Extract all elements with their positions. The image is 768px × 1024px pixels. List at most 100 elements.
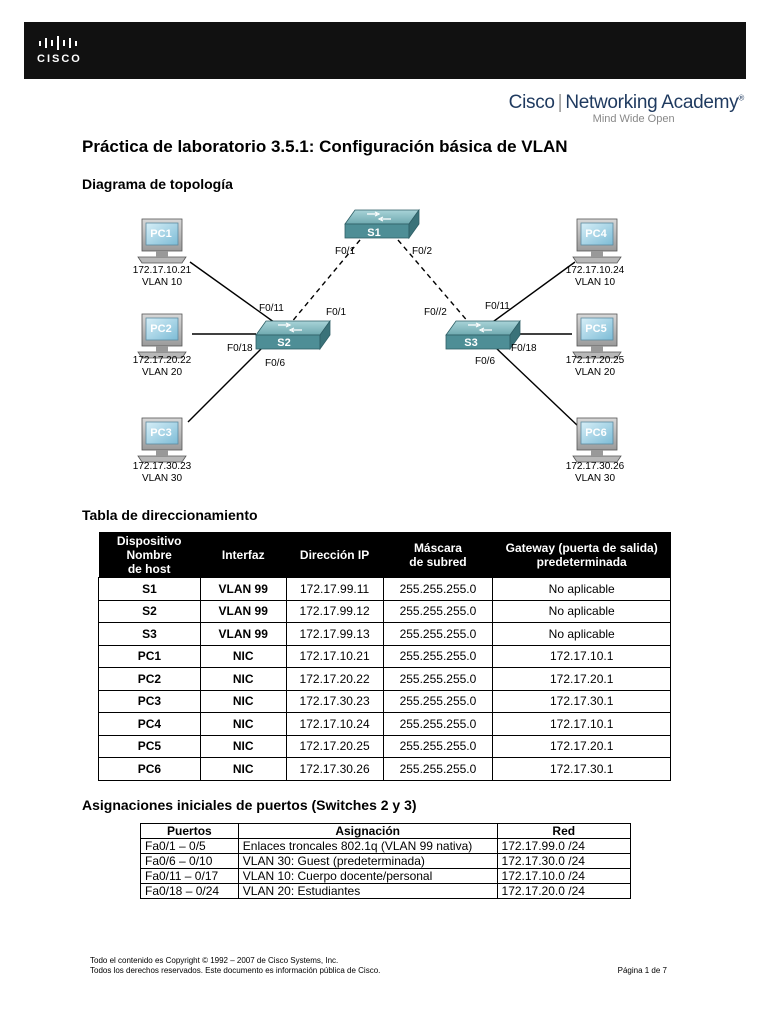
- port-label-s2-f01: F0/1: [326, 307, 347, 318]
- pc3-vlan: VLAN 30: [141, 473, 183, 484]
- switch-label-s1: S1: [367, 227, 381, 239]
- port-label-s3-f011: F0/11: [485, 301, 510, 312]
- cell-device: PC1: [98, 644, 201, 668]
- pc-icon: [572, 417, 622, 463]
- table-row: S3 VLAN 99 172.17.99.13 255.255.255.0 No…: [98, 622, 671, 646]
- cell-interface: NIC: [199, 757, 287, 781]
- table-row: S1 VLAN 99 172.17.99.11 255.255.255.0 No…: [98, 577, 671, 601]
- port-label-s2-f018: F0/18: [227, 343, 253, 354]
- cell-network: 172.17.20.0 /24: [496, 883, 632, 899]
- table-row: PC6 NIC 172.17.30.26 255.255.255.0 172.1…: [98, 757, 671, 781]
- pc6-vlan: VLAN 30: [574, 473, 616, 484]
- cell-gateway: No aplicable: [492, 577, 671, 601]
- cisco-bars-logo: [38, 35, 86, 51]
- cell-interface: VLAN 99: [199, 577, 287, 601]
- cell-interface: NIC: [199, 689, 287, 713]
- pc3-ip: 172.17.30.23: [132, 461, 192, 472]
- cell-device: PC5: [98, 734, 201, 758]
- address-table-heading: Tabla de direccionamiento: [82, 507, 258, 523]
- page-title: Práctica de laboratorio 3.5.1: Configura…: [82, 137, 568, 156]
- cisco-wordmark: CISCO: [37, 53, 82, 65]
- link-pc1-s2: [189, 261, 279, 326]
- pc-label-pc6: PC6: [585, 427, 607, 439]
- cell-network: 172.17.30.0 /24: [496, 853, 632, 869]
- cell-mask: 255.255.255.0: [382, 712, 494, 736]
- cell-mask: 255.255.255.0: [382, 757, 494, 781]
- col-header-device-1: Dispositivo: [116, 533, 182, 548]
- pc-label-pc2: PC2: [150, 323, 172, 335]
- cell-interface: NIC: [199, 644, 287, 668]
- cell-ip: 172.17.99.11: [285, 577, 384, 601]
- cell-interface: VLAN 99: [199, 622, 287, 646]
- col-header-device: Dispositivo Nombre de host: [98, 532, 201, 578]
- cell-device: PC2: [98, 667, 201, 691]
- port-label-s3-f06: F0/6: [475, 356, 496, 367]
- cell-gateway: 172.17.20.1: [492, 667, 671, 691]
- col-header-mask: Máscara de subred: [383, 532, 494, 578]
- table-row: PC5 NIC 172.17.20.25 255.255.255.0 172.1…: [98, 734, 671, 758]
- col-header-assignment: Asignación: [237, 823, 498, 839]
- cell-network: 172.17.10.0 /24: [496, 868, 632, 884]
- cell-device: PC6: [98, 757, 201, 781]
- table-row: Fa0/11 – 0/17 VLAN 10: Cuerpo docente/pe…: [140, 868, 632, 884]
- cell-ports: Fa0/6 – 0/10: [140, 853, 239, 869]
- port-label-s1-f01: F0/1: [335, 246, 356, 257]
- cell-gateway: No aplicable: [492, 622, 671, 646]
- academy-tagline: Mind Wide Open: [592, 113, 675, 125]
- switch-label-s3: S3: [464, 337, 478, 349]
- cell-assignment: VLAN 10: Cuerpo docente/personal: [237, 868, 498, 884]
- cell-mask: 255.255.255.0: [382, 689, 494, 713]
- copyright-footer: Todo el contenido es Copyright © 1992 – …: [90, 956, 380, 976]
- port-assignment-table: Puertos Asignación Red Fa0/1 – 0/5 Enlac…: [140, 823, 632, 899]
- cell-gateway: 172.17.30.1: [492, 689, 671, 713]
- col-header-mask-2: de subred: [409, 554, 467, 569]
- cell-gateway: 172.17.10.1: [492, 644, 671, 668]
- col-header-gateway-1: Gateway (puerta de salida): [505, 540, 658, 555]
- table-row: PC2 NIC 172.17.20.22 255.255.255.0 172.1…: [98, 667, 671, 691]
- pc-icon: [137, 313, 187, 359]
- header-banner: CISCO: [24, 22, 746, 79]
- pc-icon: [137, 417, 187, 463]
- switch-icon: [344, 208, 420, 240]
- topology-heading: Diagrama de topología: [82, 176, 233, 192]
- pc1-ip: 172.17.10.21: [132, 265, 192, 276]
- cell-gateway: No aplicable: [492, 599, 671, 623]
- port-table-header-row: Puertos Asignación Red: [140, 823, 632, 839]
- cell-interface: NIC: [199, 667, 287, 691]
- pc5-ip: 172.17.20.25: [565, 355, 625, 366]
- cell-mask: 255.255.255.0: [382, 622, 494, 646]
- col-header-gateway: Gateway (puerta de salida) predeterminad…: [492, 532, 671, 578]
- switch-icon: [255, 319, 331, 351]
- cell-interface: NIC: [199, 734, 287, 758]
- table-row: PC3 NIC 172.17.30.23 255.255.255.0 172.1…: [98, 689, 671, 713]
- pc-label-pc4: PC4: [585, 228, 607, 240]
- cell-gateway: 172.17.10.1: [492, 712, 671, 736]
- cell-ip: 172.17.10.24: [285, 712, 384, 736]
- cell-gateway: 172.17.20.1: [492, 734, 671, 758]
- pc4-ip: 172.17.10.24: [565, 265, 625, 276]
- col-header-ip: Dirección IP: [286, 532, 384, 578]
- pc1-vlan: VLAN 10: [141, 277, 183, 288]
- cell-interface: VLAN 99: [199, 599, 287, 623]
- cell-device: S1: [98, 577, 201, 601]
- cell-assignment: VLAN 30: Guest (predeterminada): [237, 853, 498, 869]
- academy-name: Networking Academy: [565, 92, 739, 113]
- cell-assignment: VLAN 20: Estudiantes: [237, 883, 498, 899]
- cell-ports: Fa0/18 – 0/24: [140, 883, 239, 899]
- col-header-device-2: Nombre: [126, 547, 172, 562]
- cell-mask: 255.255.255.0: [382, 734, 494, 758]
- pc4-vlan: VLAN 10: [574, 277, 616, 288]
- cell-device: S2: [98, 599, 201, 623]
- cell-interface: NIC: [199, 712, 287, 736]
- cell-gateway: 172.17.30.1: [492, 757, 671, 781]
- cell-assignment: Enlaces troncales 802.1q (VLAN 99 nativa…: [237, 838, 498, 854]
- pc-icon: [137, 218, 187, 264]
- cell-mask: 255.255.255.0: [382, 599, 494, 623]
- cell-device: PC3: [98, 689, 201, 713]
- col-header-ports: Puertos: [140, 823, 239, 839]
- col-header-interface: Interfaz: [200, 532, 287, 578]
- cell-ip: 172.17.20.25: [285, 734, 384, 758]
- port-label-s3-f018: F0/18: [511, 343, 537, 354]
- networking-academy-logo: Cisco|Networking Academy® Mind Wide Open: [508, 92, 745, 125]
- pc2-ip: 172.17.20.22: [132, 355, 192, 366]
